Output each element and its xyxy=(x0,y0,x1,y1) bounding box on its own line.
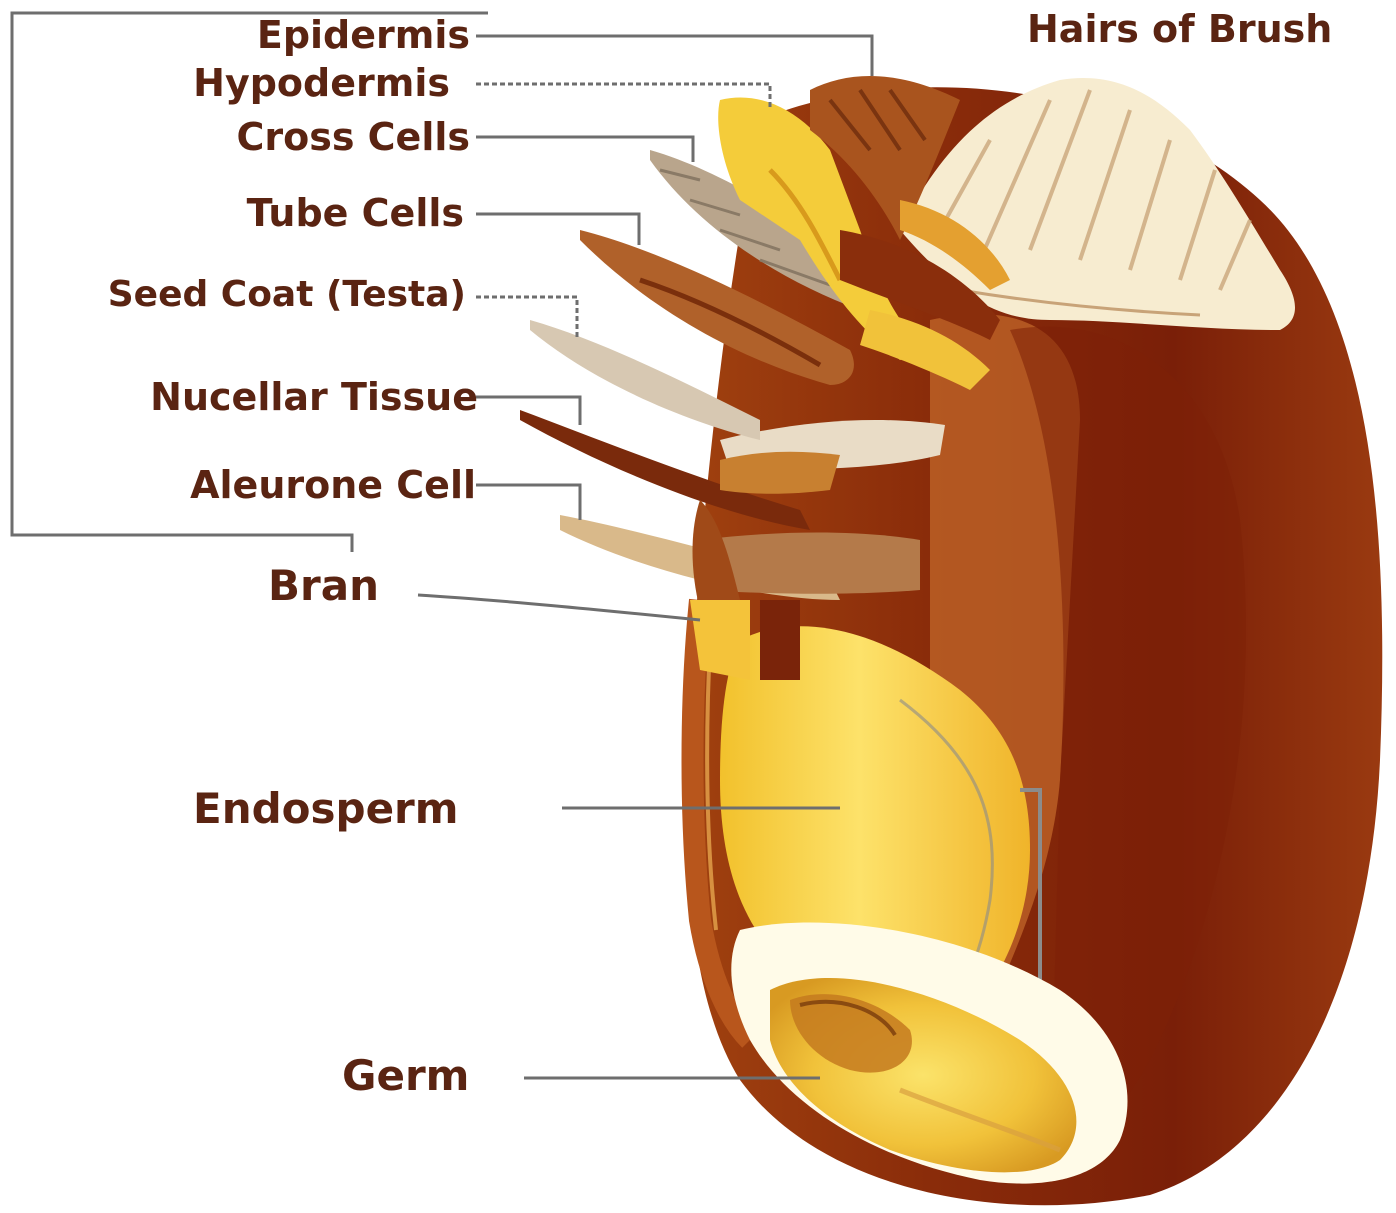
label-epidermis: Epidermis xyxy=(257,13,470,57)
label-seed-coat: Seed Coat (Testa) xyxy=(108,274,466,315)
leader-bran xyxy=(418,595,700,620)
label-hairs-of-brush: Hairs of Brush xyxy=(1027,7,1332,51)
label-bran: Bran xyxy=(268,561,379,610)
label-germ: Germ xyxy=(342,1051,469,1100)
label-cross-cells: Cross Cells xyxy=(236,115,470,159)
label-tube-cells: Tube Cells xyxy=(247,191,464,235)
label-endosperm: Endosperm xyxy=(193,784,459,833)
label-aleurone-cell: Aleurone Cell xyxy=(190,463,476,507)
label-hypodermis: Hypodermis xyxy=(193,61,450,105)
label-nucellar-tissue: Nucellar Tissue xyxy=(150,375,478,419)
leader-aleurone-cell xyxy=(476,485,580,520)
leader-epidermis xyxy=(476,36,872,76)
